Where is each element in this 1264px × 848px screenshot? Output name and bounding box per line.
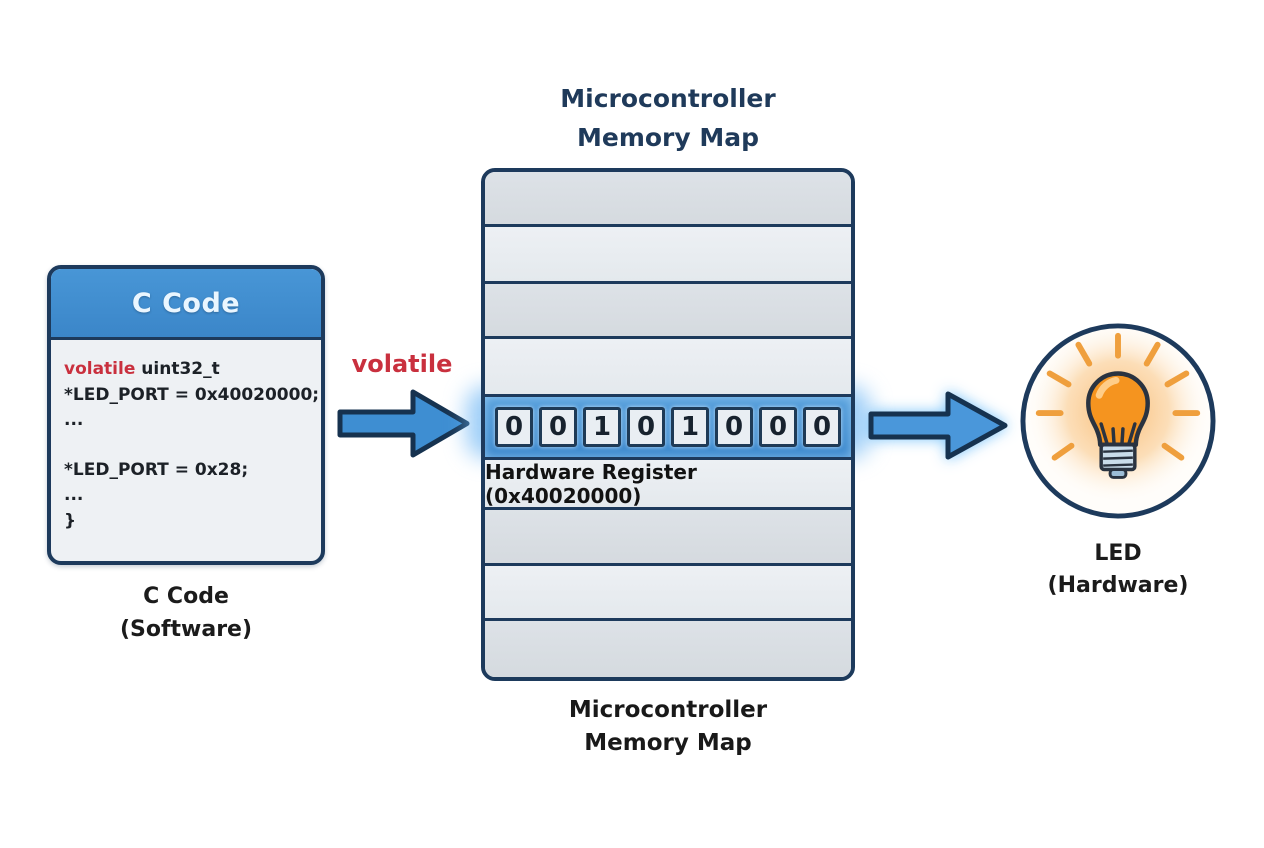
memory-row	[485, 563, 851, 618]
bulb-ribs	[1099, 422, 1137, 446]
code-line-ellipsis-1: ...	[64, 410, 84, 430]
register-bit-4: 0	[627, 407, 665, 447]
register-bit-1: 0	[759, 407, 797, 447]
declaration-type: uint32_t	[141, 359, 220, 379]
register-bit-0: 0	[803, 407, 841, 447]
c-code-caption: C Code (Software)	[47, 580, 325, 646]
arrow-right-icon	[337, 389, 470, 458]
c-code-caption-line2: (Software)	[119, 617, 253, 642]
register-bit-2: 0	[715, 407, 753, 447]
memory-map-caption: Microcontroller Memory Map	[468, 694, 868, 761]
led-caption-line2: (Hardware)	[1047, 572, 1189, 598]
memory-row	[485, 224, 851, 281]
code-line-close-brace: }	[64, 510, 77, 531]
volatile-arrow-label: volatile	[351, 350, 453, 378]
led-bulb-icon	[1020, 323, 1216, 519]
volatile-keyword: volatile	[64, 359, 136, 379]
memory-map-box: 0 0 1 0 1 0 0 0 Hardware Register (0x400…	[481, 168, 855, 681]
memory-map-title: Microcontroller Memory Map	[468, 80, 868, 158]
hardware-register-label-row: Hardware Register (0x40020000)	[485, 457, 851, 508]
c-code-box: C Code volatile uint32_t *LED_PORT = 0x4…	[47, 265, 325, 565]
code-line-ellipsis-2: ...	[64, 485, 84, 505]
memory-row	[485, 172, 851, 224]
light-rays	[1035, 332, 1201, 461]
memory-row	[485, 336, 851, 394]
base-threads	[1103, 449, 1133, 467]
memory-map-caption-line2: Memory Map	[584, 730, 752, 757]
memory-row	[485, 618, 851, 677]
register-bit-6: 0	[539, 407, 577, 447]
hardware-register-row: 0 0 1 0 1 0 0 0	[485, 394, 851, 457]
register-bit-7: 0	[495, 407, 533, 447]
memory-row	[485, 507, 851, 563]
c-code-box-header: C Code	[51, 269, 321, 340]
code-line-address-assign: *LED_PORT = 0x40020000;	[64, 384, 320, 405]
memory-map-title-line2: Memory Map	[576, 122, 760, 152]
register-bit-5: 1	[583, 407, 621, 447]
memory-map-caption-line1: Microcontroller	[568, 697, 768, 723]
led-caption: LED (Hardware)	[1018, 538, 1218, 602]
code-line-value-assign: *LED_PORT = 0x28;	[64, 459, 249, 480]
code-blank-line	[64, 434, 308, 458]
c-code-snippet: volatile uint32_t *LED_PORT = 0x40020000…	[51, 340, 321, 551]
register-bit-3: 1	[671, 407, 709, 447]
led-caption-line1: LED	[1094, 541, 1142, 566]
memory-map-title-line1: Microcontroller	[560, 84, 776, 113]
c-code-caption-line1: C Code	[143, 584, 229, 609]
hardware-register-label: Hardware Register (0x40020000)	[485, 459, 697, 508]
code-line-declaration: volatile uint32_t	[64, 357, 308, 383]
arrow-right-icon	[868, 391, 1008, 460]
memory-row	[485, 281, 851, 336]
